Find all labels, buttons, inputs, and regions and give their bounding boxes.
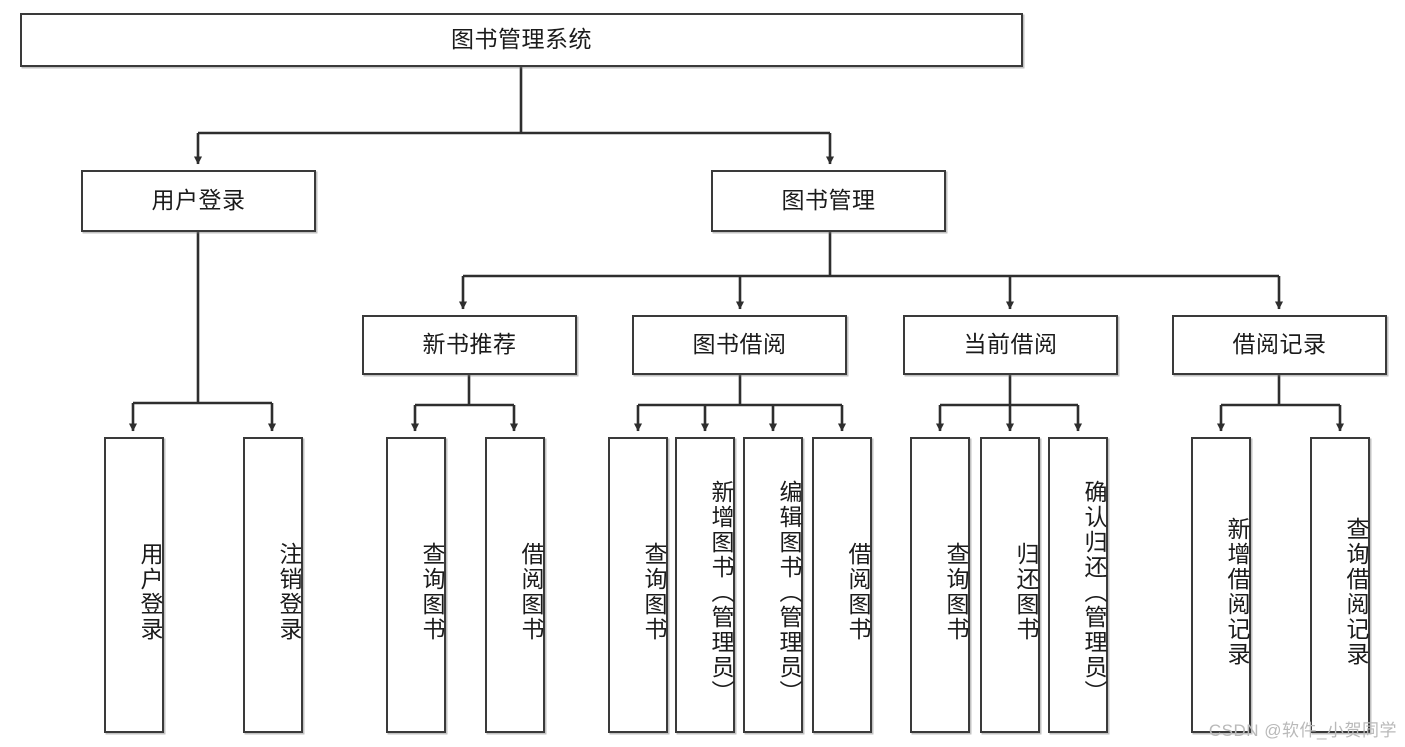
node-leaf-return-book[interactable]: 归还图书 — [980, 437, 1040, 733]
node-user-login[interactable]: 用户登录 — [81, 170, 316, 232]
node-new-book-recommend[interactable]: 新书推荐 — [362, 315, 577, 375]
node-leaf-borrow-book-recommend[interactable]: 借阅图书 — [485, 437, 545, 733]
node-label: 图书借阅 — [692, 331, 787, 358]
node-label: 查询图书 — [943, 542, 969, 642]
node-leaf-confirm-return[interactable]: 确认归还（管理员） — [1048, 437, 1108, 733]
node-leaf-query-book-recommend[interactable]: 查询图书 — [386, 437, 446, 733]
node-leaf-add-borrow-record[interactable]: 新增借阅记录 — [1191, 437, 1251, 733]
node-label: 新书推荐 — [422, 331, 517, 358]
node-leaf-query-book-borrow[interactable]: 查询图书 — [608, 437, 668, 733]
node-book-borrow[interactable]: 图书借阅 — [632, 315, 847, 375]
node-label: 当前借阅 — [963, 331, 1058, 358]
node-label: 查询借阅记录 — [1343, 517, 1369, 667]
csdn-watermark: CSDN @软件_小贺同学 — [1208, 721, 1397, 740]
node-label: 编辑图书（管理员） — [776, 479, 802, 705]
node-borrow-record[interactable]: 借阅记录 — [1172, 315, 1387, 375]
node-leaf-add-book[interactable]: 新增图书（管理员） — [675, 437, 735, 733]
node-book-manage[interactable]: 图书管理 — [711, 170, 946, 232]
node-label: 借阅图书 — [845, 542, 871, 642]
node-label: 确认归还（管理员） — [1081, 479, 1107, 705]
node-leaf-user-logout[interactable]: 注销登录 — [243, 437, 303, 733]
node-label: 归还图书 — [1013, 542, 1039, 642]
node-leaf-query-book-current[interactable]: 查询图书 — [910, 437, 970, 733]
node-label: 注销登录 — [276, 542, 302, 642]
node-current-borrow[interactable]: 当前借阅 — [903, 315, 1118, 375]
node-label: 图书管理 — [781, 187, 876, 214]
node-label: 新增借阅记录 — [1224, 517, 1250, 667]
node-label: 图书管理系统 — [451, 26, 592, 53]
node-leaf-borrow-book[interactable]: 借阅图书 — [812, 437, 872, 733]
node-root-book-management-system[interactable]: 图书管理系统 — [20, 13, 1023, 67]
node-leaf-user-login[interactable]: 用户登录 — [104, 437, 164, 733]
node-label: 用户登录 — [151, 187, 246, 214]
node-label: 查询图书 — [641, 542, 667, 642]
node-leaf-query-borrow-record[interactable]: 查询借阅记录 — [1310, 437, 1370, 733]
node-label: 查询图书 — [419, 542, 445, 642]
node-label: 借阅图书 — [518, 542, 544, 642]
node-label: 新增图书（管理员） — [708, 479, 734, 705]
node-label: 借阅记录 — [1232, 331, 1327, 358]
node-label: 用户登录 — [137, 542, 163, 642]
node-leaf-edit-book[interactable]: 编辑图书（管理员） — [743, 437, 803, 733]
